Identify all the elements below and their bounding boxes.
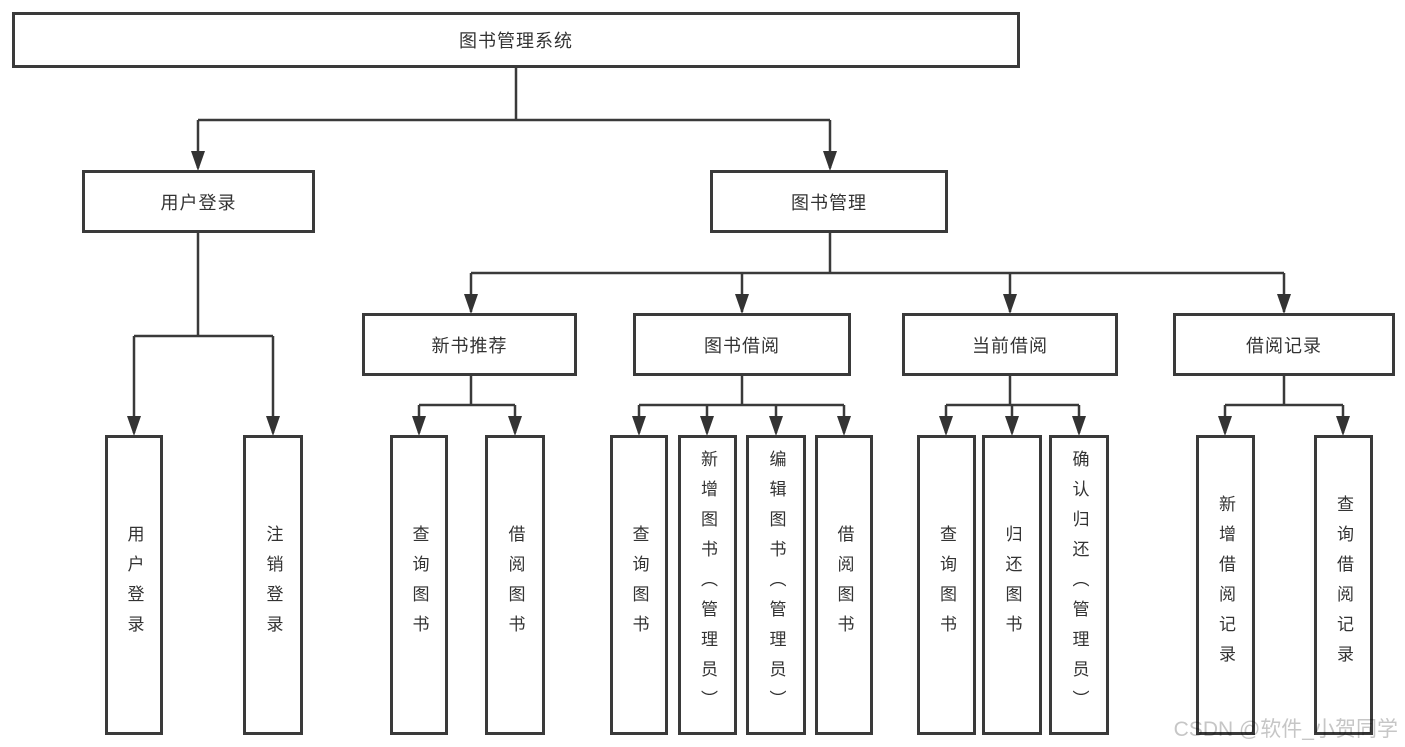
- arrow-down-icon: [939, 416, 953, 436]
- arrow-down-icon: [1005, 416, 1019, 436]
- arrow-down-icon: [1003, 294, 1017, 314]
- node-label: 借阅图书: [834, 525, 854, 645]
- node-label: 新增借阅记录: [1216, 495, 1235, 675]
- leaf-confirm-return-admin: 确认归还（管理员）: [1049, 435, 1109, 735]
- node-label: 借阅图书: [505, 525, 525, 645]
- leaf-user-login: 用户登录: [105, 435, 163, 735]
- arrow-down-icon: [823, 151, 837, 171]
- arrow-down-icon: [412, 416, 426, 436]
- arrow-down-icon: [508, 416, 522, 436]
- node-book-management: 图书管理: [710, 170, 948, 233]
- node-label: 查询图书: [937, 525, 956, 645]
- node-label: 用户登录: [160, 192, 237, 213]
- node-current-borrowing: 当前借阅: [902, 313, 1118, 376]
- arrow-down-icon: [837, 416, 851, 436]
- arrow-down-icon: [1336, 416, 1350, 436]
- csdn-watermark: CSDN @软件_小贺同学: [1173, 718, 1398, 741]
- node-label: 新书推荐: [431, 335, 508, 356]
- node-label: 图书管理系统: [459, 31, 573, 51]
- arrow-down-icon: [127, 416, 141, 436]
- leaf-query-borrow-record: 查询借阅记录: [1314, 435, 1373, 735]
- arrow-down-icon: [632, 416, 646, 436]
- node-label: 当前借阅: [972, 335, 1048, 356]
- arrow-down-icon: [191, 151, 205, 171]
- node-borrowing-records: 借阅记录: [1173, 313, 1395, 376]
- node-new-book-recommendation: 新书推荐: [362, 313, 577, 376]
- node-label: 新增图书（管理员）: [698, 450, 717, 720]
- leaf-borrow-books-under-borrowing: 借阅图书: [815, 435, 873, 735]
- node-label: 借阅记录: [1246, 335, 1322, 356]
- node-label: 用户登录: [124, 525, 144, 645]
- node-label: 图书管理: [791, 192, 867, 213]
- arrow-down-icon: [1072, 416, 1086, 436]
- arrow-down-icon: [735, 294, 749, 314]
- arrow-down-icon: [1277, 294, 1291, 314]
- leaf-add-borrow-record: 新增借阅记录: [1196, 435, 1255, 735]
- node-label: 查询借阅记录: [1334, 495, 1353, 675]
- leaf-edit-books-admin: 编辑图书（管理员）: [746, 435, 806, 735]
- leaf-add-books-admin: 新增图书（管理员）: [678, 435, 737, 735]
- leaf-query-books-under-current: 查询图书: [917, 435, 976, 735]
- arrow-down-icon: [266, 416, 280, 436]
- node-library-management-system: 图书管理系统: [12, 12, 1020, 68]
- leaf-borrow-books-under-recommendation: 借阅图书: [485, 435, 545, 735]
- node-label: 归还图书: [1002, 525, 1022, 645]
- leaf-return-books: 归还图书: [982, 435, 1042, 735]
- node-label: 注销登录: [263, 525, 283, 645]
- node-label: 查询图书: [629, 525, 649, 645]
- arrow-down-icon: [1218, 416, 1232, 436]
- node-user-login: 用户登录: [82, 170, 315, 233]
- arrow-down-icon: [464, 294, 478, 314]
- arrow-down-icon: [769, 416, 783, 436]
- leaf-query-books-under-borrowing: 查询图书: [610, 435, 668, 735]
- leaf-query-books-under-recommendation: 查询图书: [390, 435, 448, 735]
- node-label: 图书借阅: [704, 335, 780, 356]
- node-book-borrowing: 图书借阅: [633, 313, 851, 376]
- tree-edge-lines: [132, 68, 1345, 433]
- node-label: 查询图书: [409, 525, 429, 645]
- leaf-logout: 注销登录: [243, 435, 303, 735]
- arrow-down-icon: [700, 416, 714, 436]
- node-label: 编辑图书（管理员）: [766, 450, 786, 720]
- node-label: 确认归还（管理员）: [1069, 450, 1089, 720]
